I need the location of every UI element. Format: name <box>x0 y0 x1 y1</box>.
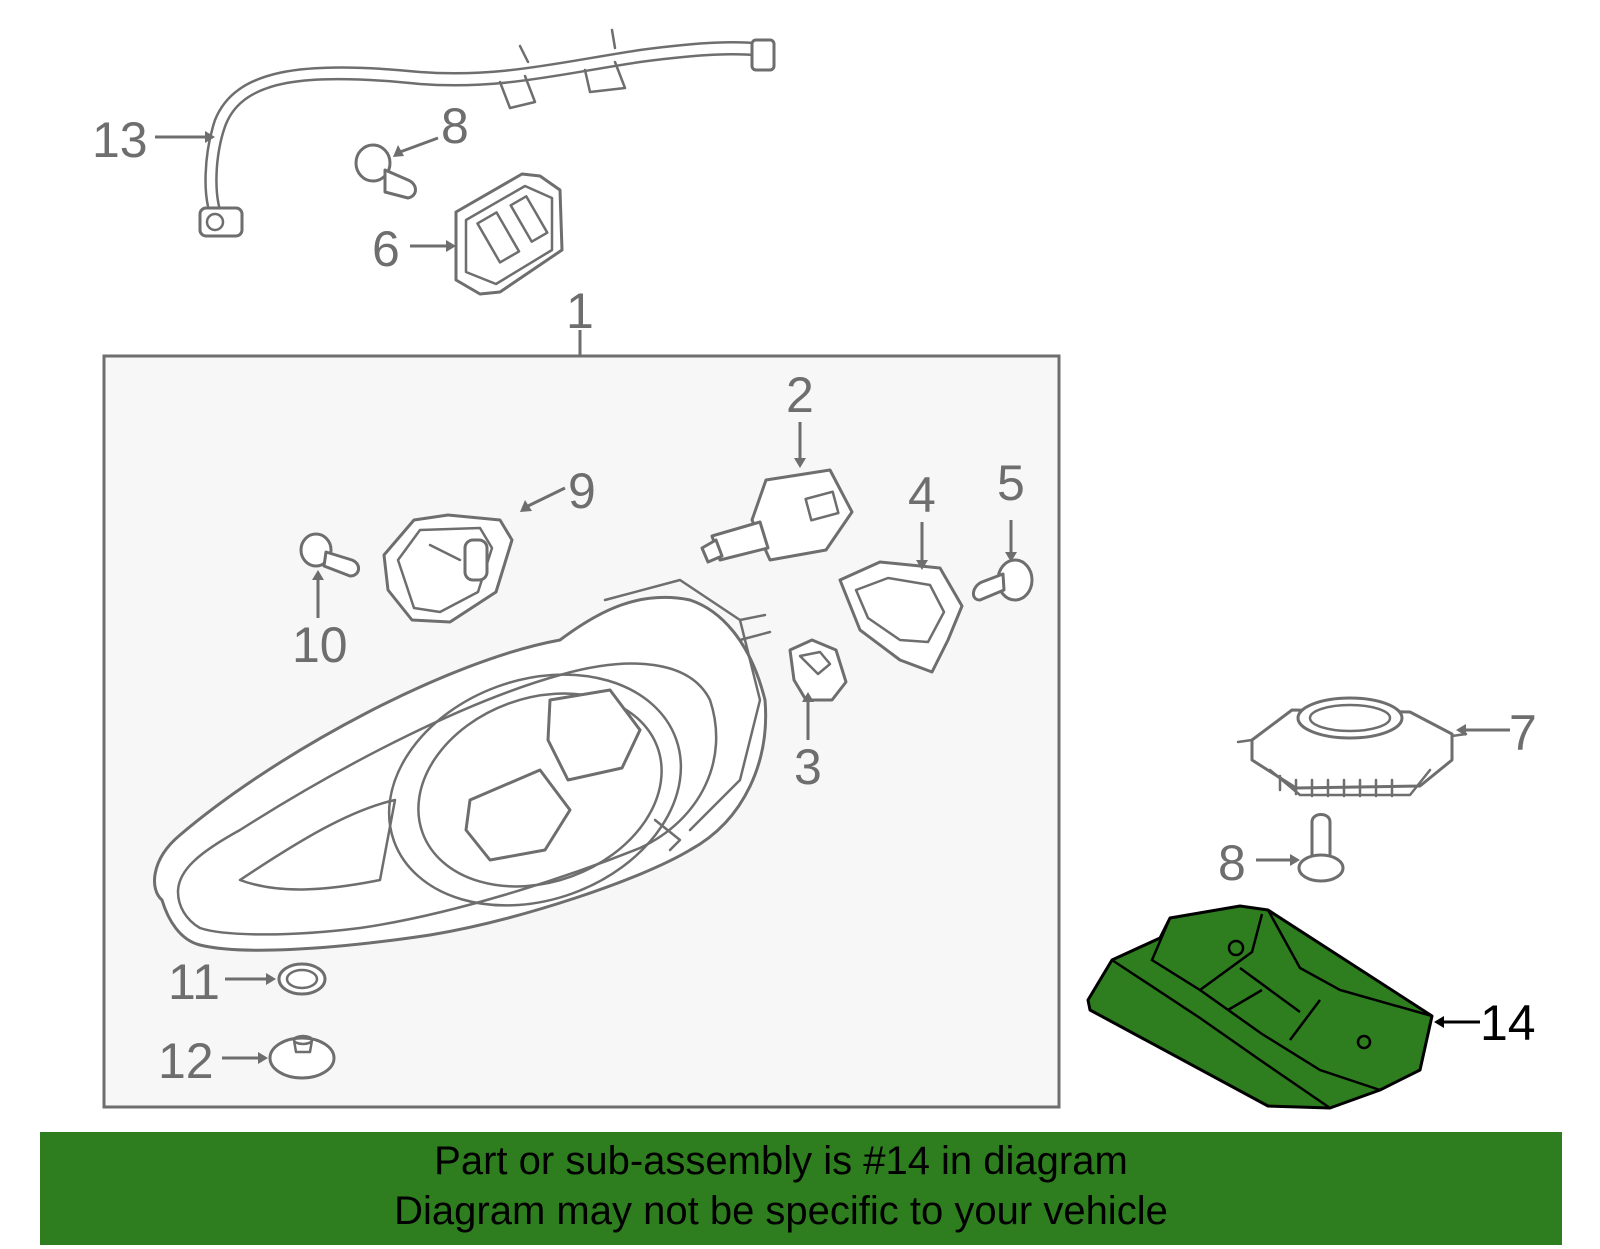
highlighted-part-14[interactable] <box>1086 904 1434 1110</box>
callout-13: 13 <box>92 112 148 168</box>
leader-9 <box>527 486 566 508</box>
arrow-8-top <box>393 145 404 157</box>
arrow-12 <box>258 1052 268 1064</box>
leader-8-top <box>399 136 439 154</box>
arrow-13 <box>205 131 215 143</box>
control-module-6[interactable] <box>454 172 564 296</box>
callout-3: 3 <box>794 739 822 795</box>
arrow-6 <box>446 240 456 252</box>
callout-5: 5 <box>997 455 1025 511</box>
arrow-7 <box>1456 724 1466 736</box>
module-9[interactable] <box>382 513 514 624</box>
callout-8-top: 8 <box>441 98 469 154</box>
ballast-7[interactable] <box>1236 696 1468 798</box>
arrow-2 <box>794 458 806 468</box>
info-banner: Part or sub-assembly is #14 in diagram D… <box>40 1132 1562 1245</box>
callout-12: 12 <box>158 1033 214 1089</box>
callout-7: 7 <box>1509 705 1537 761</box>
arrow-9 <box>520 500 532 512</box>
callout-1: 1 <box>566 283 594 339</box>
arrow-3 <box>802 692 814 702</box>
bolt-8-top[interactable] <box>354 143 417 200</box>
callout-11: 11 <box>168 954 220 1010</box>
gasket-11[interactable] <box>277 962 327 996</box>
callout-14: 14 <box>1480 995 1536 1051</box>
arrow-8-right <box>1290 854 1300 866</box>
arrow-11 <box>266 973 276 985</box>
screw-5[interactable] <box>972 558 1034 602</box>
frame-4[interactable] <box>838 560 964 674</box>
arrow-4 <box>916 560 928 570</box>
banner-line-2: Diagram may not be specific to your vehi… <box>394 1189 1168 1233</box>
arrow-10 <box>312 570 324 580</box>
bulb-socket-2[interactable] <box>700 468 854 564</box>
cap-12[interactable] <box>268 1034 336 1080</box>
callout-8-right: 8 <box>1218 835 1246 891</box>
callout-6: 6 <box>372 221 400 277</box>
arrow-5 <box>1005 552 1017 562</box>
callout-2: 2 <box>786 367 814 423</box>
callout-4: 4 <box>908 467 936 523</box>
headlamp-housing[interactable] <box>153 578 772 952</box>
arrow-14 <box>1434 1016 1444 1028</box>
callout-10: 10 <box>292 617 348 673</box>
bolt-8-right[interactable] <box>1297 813 1345 883</box>
callout-9: 9 <box>568 463 596 519</box>
banner-line-1: Part or sub-assembly is #14 in diagram <box>434 1139 1128 1183</box>
bolt-10[interactable] <box>299 532 360 578</box>
clip-3[interactable] <box>788 638 848 702</box>
